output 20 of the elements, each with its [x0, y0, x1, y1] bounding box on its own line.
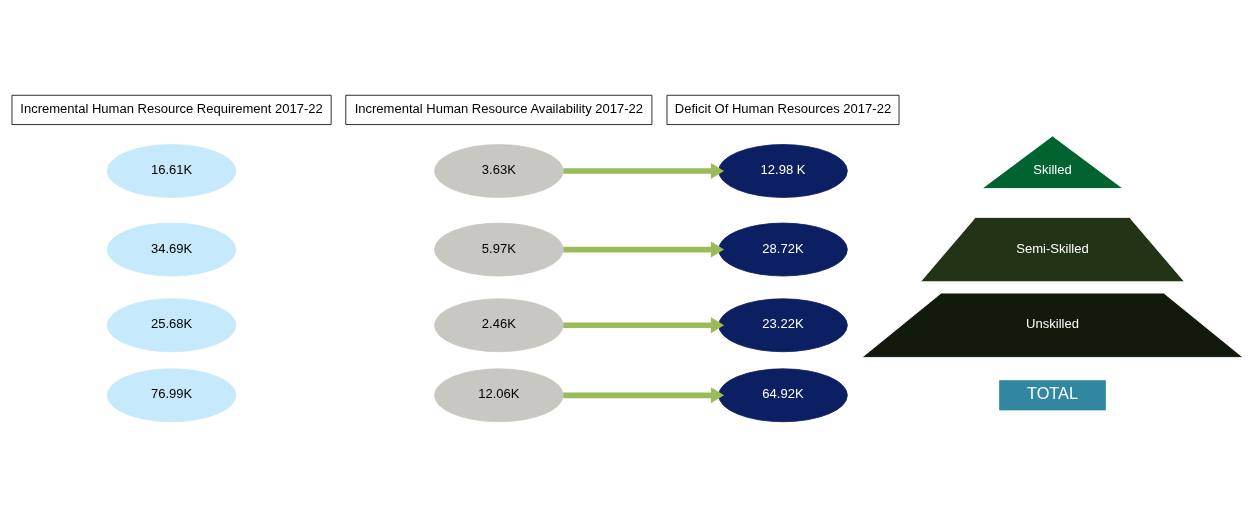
node-ellipse: 5.97K	[434, 222, 564, 276]
node-ellipse: 76.99K	[106, 367, 237, 422]
node-ellipse: 3.63K	[434, 143, 564, 198]
arrow	[563, 316, 725, 333]
node-box: Incremental Human Resource Requirement 2017-22	[11, 94, 332, 125]
node-ellipse: 25.68K	[106, 297, 237, 352]
arrow	[563, 162, 725, 179]
arrow	[563, 240, 725, 258]
node-ellipse: 12.06K	[434, 367, 564, 422]
node-box: TOTAL	[999, 379, 1106, 410]
node-ellipse: 16.61K	[106, 143, 237, 198]
node-ellipse: 2.46K	[434, 297, 564, 352]
node-box: Incremental Human Resource Availability 2017-22	[345, 94, 653, 125]
node-ellipse: 12.98 K	[718, 143, 848, 198]
node-ellipse: 64.92K	[718, 367, 848, 422]
arrow	[563, 386, 725, 403]
node-ellipse: 23.22K	[718, 297, 848, 352]
node-box: Deficit Of Human Resources 2017-22	[666, 94, 900, 125]
node-ellipse: 28.72K	[718, 222, 848, 276]
node-ellipse: 34.69K	[106, 222, 237, 276]
